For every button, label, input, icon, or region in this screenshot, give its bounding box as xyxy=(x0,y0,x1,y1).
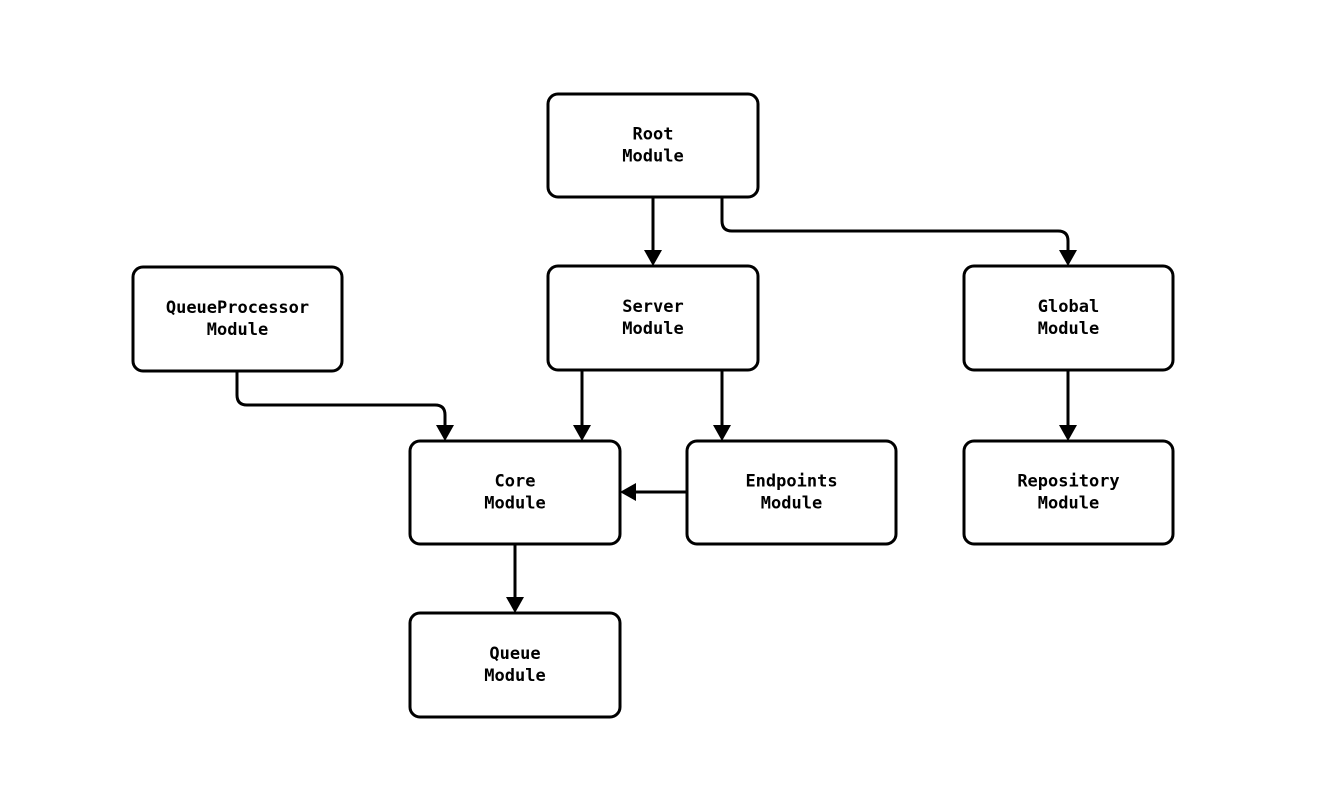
edge-line xyxy=(720,197,1070,252)
node-box[interactable] xyxy=(685,439,898,546)
node-label-line1: Queue xyxy=(489,644,540,664)
node-label-line1: Global xyxy=(1038,297,1099,317)
node-label-line2: Module xyxy=(1038,319,1099,339)
node-label-line2: Module xyxy=(484,666,545,686)
edge-queueprocessor-core xyxy=(235,371,454,441)
edge-endpoints-core xyxy=(620,483,687,501)
arrowhead-icon xyxy=(713,425,731,441)
edge-root-server xyxy=(644,197,662,266)
node-label-line1: Root xyxy=(633,125,674,145)
node-box[interactable] xyxy=(131,265,344,373)
edge-global-repository xyxy=(1059,370,1077,441)
arrowhead-icon xyxy=(573,425,591,441)
node-label-line2: Module xyxy=(761,494,822,514)
arrowhead-icon xyxy=(436,425,454,441)
node-box[interactable] xyxy=(546,92,760,199)
arrowhead-icon xyxy=(506,597,524,613)
node-label-line1: Server xyxy=(622,297,683,317)
edges-layer xyxy=(235,197,1077,613)
node-label-line1: Repository xyxy=(1017,472,1119,492)
node-label-line2: Module xyxy=(484,494,545,514)
node-box[interactable] xyxy=(962,439,1175,546)
node-label-line1: Core xyxy=(495,472,536,492)
node-label-line1: QueueProcessor xyxy=(166,298,309,318)
node-label-line2: Module xyxy=(622,319,683,339)
node-label-line2: Module xyxy=(622,147,683,167)
node-box[interactable] xyxy=(962,264,1175,372)
edge-server-endpoints xyxy=(713,370,731,441)
node-label-line2: Module xyxy=(1038,494,1099,514)
edge-server-core xyxy=(573,370,591,441)
edge-root-global xyxy=(720,197,1077,266)
node-label-line1: Endpoints xyxy=(745,472,837,492)
node-box[interactable] xyxy=(408,611,622,719)
arrowhead-icon xyxy=(1059,425,1077,441)
edge-core-queue xyxy=(506,544,524,613)
node-box[interactable] xyxy=(408,439,622,546)
arrowhead-icon xyxy=(620,483,636,501)
arrowhead-icon xyxy=(644,250,662,266)
node-box[interactable] xyxy=(546,264,760,372)
node-label-line2: Module xyxy=(207,320,268,340)
edge-line xyxy=(235,371,447,427)
arrowhead-icon xyxy=(1059,250,1077,266)
